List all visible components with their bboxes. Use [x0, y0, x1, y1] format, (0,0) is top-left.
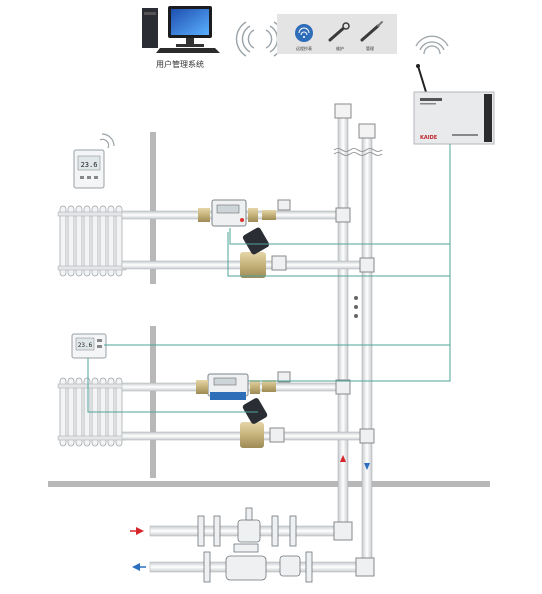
main-valve-set-supply — [197, 507, 297, 547]
concentrator-logo: KAIDE — [420, 135, 438, 141]
wireless-signal-icon — [415, 35, 449, 55]
pipe-break-mark — [333, 148, 383, 156]
riser-valve-top-return — [358, 123, 376, 139]
pc-workstation-icon — [142, 6, 220, 53]
legend-label-remote: 远程抄表 — [296, 45, 312, 51]
return-flow-arrow — [132, 563, 146, 571]
balancing-valve-lower — [240, 398, 285, 448]
main-valve-set-return — [203, 543, 313, 583]
room-thermostat-lower: 23.6 — [71, 333, 107, 359]
riser-tee-lower-return — [359, 428, 375, 444]
riser-tee-upper-return — [359, 257, 375, 273]
pen-icon — [360, 21, 383, 42]
wireless-signal-icon — [235, 21, 285, 57]
radiator-lower — [57, 377, 127, 447]
riser-up-arrow — [340, 455, 346, 462]
radiator-upper — [57, 205, 127, 277]
antenna-icon — [416, 64, 427, 93]
heat-meter-lower — [196, 373, 260, 400]
wireless-bubble-icon — [295, 24, 313, 42]
riser-supply — [337, 103, 349, 535]
signal-wiring — [87, 144, 451, 413]
pc-label: 用户管理系统 — [156, 59, 204, 69]
radiator-column — [59, 205, 67, 277]
data-concentrator: KAIDE — [413, 91, 495, 145]
wall-upper — [150, 132, 156, 284]
legend-box: 远程抄表 维护 管理 — [277, 14, 397, 54]
balancing-valve-upper — [240, 227, 287, 278]
radiator-column — [83, 205, 91, 277]
legend-label-maint: 维护 — [336, 45, 344, 51]
radiator-column — [67, 377, 75, 447]
radiator-column — [99, 205, 107, 277]
radiator-header-bar — [57, 265, 127, 271]
bottom-elbow-supply — [333, 521, 353, 541]
radiator-header-bar — [57, 383, 127, 389]
riser-return — [361, 123, 373, 561]
thermostat-lower-display: 23.6 — [78, 342, 93, 349]
temperature-sensor-lower — [262, 371, 291, 392]
wrench-icon — [328, 22, 350, 42]
radiator-column — [107, 205, 115, 277]
radiator-column — [75, 377, 83, 447]
heat-meter-upper — [198, 199, 258, 227]
bottom-elbow-return — [355, 557, 375, 577]
radiator-header-bar — [57, 435, 127, 441]
radiator-header-bar — [57, 211, 127, 217]
wall-lower — [150, 326, 156, 478]
riser-valve-top-supply — [334, 103, 352, 119]
supply-flow-arrow — [130, 527, 144, 535]
floor-slab — [48, 481, 490, 487]
wireless-signal-icon — [99, 133, 115, 149]
radiator-column — [59, 377, 67, 447]
riser-tee-lower-supply — [335, 379, 351, 395]
riser-down-arrow — [364, 463, 370, 470]
riser-tee-upper-supply — [335, 207, 351, 223]
legend-label-admin: 管理 — [366, 45, 374, 51]
radiator-column — [115, 205, 123, 277]
thermostat-upper-display: 23.6 — [81, 161, 98, 169]
room-thermostat-upper: 23.6 — [73, 149, 105, 189]
radiator-column — [91, 205, 99, 277]
temperature-sensor-upper — [262, 199, 291, 220]
radiator-column — [75, 205, 83, 277]
radiator-column — [67, 205, 75, 277]
continuation-dots — [354, 296, 358, 318]
